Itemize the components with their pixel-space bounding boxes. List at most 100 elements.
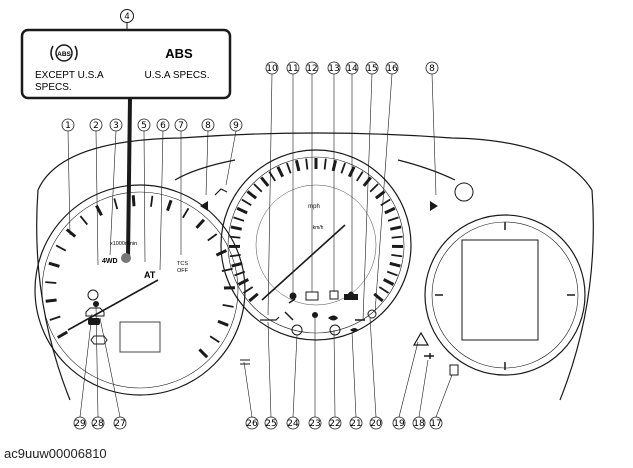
callout-circle	[412, 416, 426, 430]
callout-circle	[429, 416, 443, 430]
callout-number-12: 12	[306, 64, 317, 74]
door-ajar-icon	[367, 309, 377, 319]
speedometer-needle	[261, 224, 346, 301]
callout-number-15: 15	[366, 64, 377, 74]
callout-leader	[351, 331, 357, 418]
callout-leader	[374, 73, 393, 314]
callout-circle	[305, 61, 319, 75]
gauge-tick	[391, 235, 403, 239]
callout-circle	[264, 416, 278, 430]
x1000-label: x1000r/min	[110, 241, 137, 247]
tachometer-display	[119, 321, 161, 353]
passenger-seat-belt-icon	[312, 312, 318, 318]
right-display-gauge	[412, 214, 586, 376]
callout-leader	[143, 130, 146, 263]
gauge-tick	[380, 198, 391, 207]
callout-number-29: 29	[74, 419, 86, 429]
callout-circle	[286, 61, 300, 75]
gauge-tick	[373, 292, 384, 303]
abs-light-position	[121, 253, 131, 263]
gauge-tick	[362, 176, 372, 187]
front-fog-light-icon	[240, 359, 250, 365]
callout-right-title: ABS	[165, 46, 193, 61]
callout-number-13: 13	[328, 64, 339, 74]
callout-leader	[333, 329, 336, 418]
multi-information-display	[461, 239, 539, 341]
master-warning-triangle-icon	[412, 331, 430, 346]
callout-leader	[95, 130, 99, 266]
callout-pointer	[126, 97, 132, 259]
callout-left-line1: EXCEPT U.S.A	[35, 70, 104, 81]
gauge-tick	[207, 233, 218, 242]
tcs-label-line2: OFF	[177, 268, 189, 274]
gauge-tick	[276, 166, 285, 178]
callout-number-22: 22	[329, 419, 340, 429]
callout-circle	[385, 61, 399, 75]
callout-number-3: 3	[113, 121, 119, 131]
callout-number-2: 2	[93, 121, 99, 131]
callout-circle	[349, 416, 363, 430]
callout-leader	[79, 313, 93, 418]
callout-number-23: 23	[309, 419, 320, 429]
gauge-tick	[253, 183, 263, 193]
gauge-tick	[166, 199, 173, 212]
callout-circle	[286, 416, 300, 430]
gauge-tick	[378, 286, 390, 294]
tachometer-needle	[67, 279, 159, 331]
gauge-tick	[234, 270, 246, 277]
callout-right-label: U.S.A SPECS.	[144, 70, 209, 81]
callout-circle	[91, 416, 105, 430]
gauge-tick	[286, 162, 292, 174]
abs-warning-icon: ABS	[50, 44, 78, 62]
callout-circle	[174, 118, 188, 132]
gauge-tick	[391, 254, 403, 258]
left-turn-signal-icon	[200, 201, 208, 211]
4wd-label: 4WD	[102, 258, 118, 265]
callout-number-5: 5	[141, 121, 147, 131]
gauge-tick	[182, 207, 190, 219]
gauge-tick	[246, 190, 258, 200]
right-turn-signal-icon	[430, 201, 438, 211]
callout-number-9: 9	[233, 121, 239, 131]
tachometer-ticks	[45, 195, 236, 359]
gauge-tick	[113, 198, 119, 210]
gauge-tick	[374, 190, 386, 200]
headlight-high-beam-icon	[328, 315, 338, 321]
gauge-tick	[389, 261, 401, 268]
tcs-label-line1: TCS	[177, 261, 188, 267]
callout-number-6: 6	[160, 121, 166, 131]
gauge-tick	[233, 216, 245, 222]
callout-circle	[345, 61, 359, 75]
callout-leader	[95, 304, 99, 418]
callout-circle	[369, 416, 383, 430]
callout-leader	[362, 73, 373, 321]
gauge-tick	[384, 206, 396, 215]
gauge-tick	[150, 195, 154, 207]
gauge-tick	[209, 335, 220, 344]
callout-circle	[109, 118, 123, 132]
high-beam-indicator-icon	[214, 188, 228, 196]
security-indicator-icon	[344, 291, 358, 300]
callout-leader	[67, 130, 71, 236]
gauge-tick	[294, 159, 301, 172]
callout-leader	[398, 341, 419, 418]
callout-leader	[109, 130, 117, 256]
callout-circle	[308, 416, 322, 430]
gauge-tick	[260, 176, 270, 187]
callout-circle	[327, 61, 341, 75]
gauge-tick	[242, 286, 254, 294]
callout-number-10: 10	[266, 64, 278, 74]
callout-leader	[267, 321, 272, 418]
callout-leader	[418, 359, 429, 418]
gauge-tick	[55, 244, 67, 252]
callout-number-26: 26	[246, 419, 258, 429]
callout-leader	[292, 334, 298, 418]
gauge-tick	[248, 292, 259, 303]
callout-number-27: 27	[114, 419, 125, 429]
gauge-tick	[241, 198, 252, 207]
gauge-tick	[369, 183, 379, 193]
brake-warning-icon	[87, 289, 99, 301]
